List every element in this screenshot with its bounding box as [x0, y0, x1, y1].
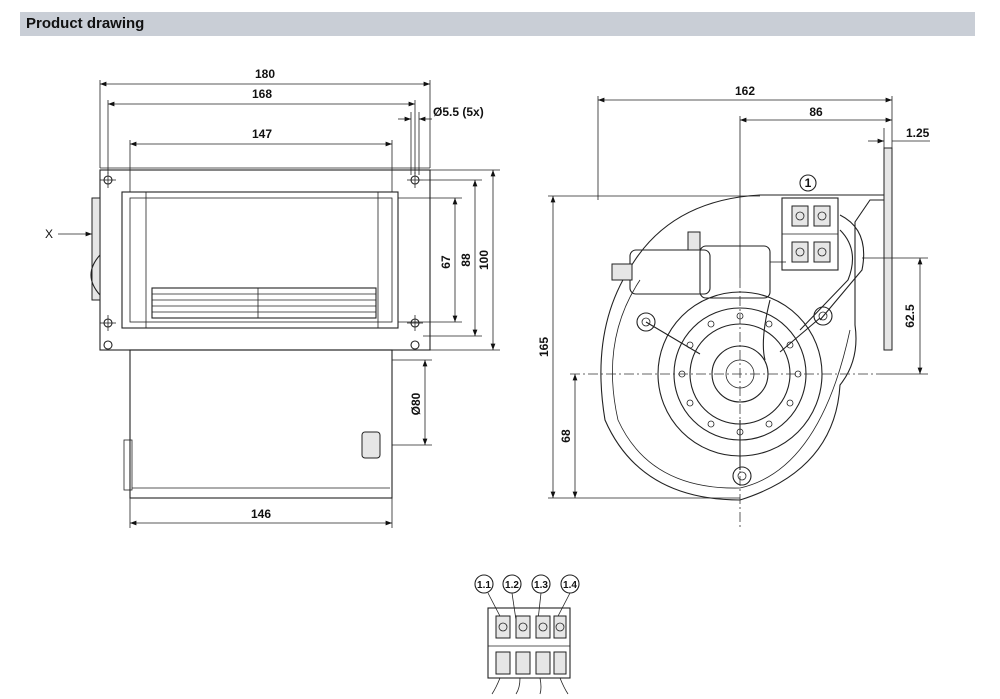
dim-flange-height: 100	[477, 250, 491, 270]
front-dimensions: 180 168 147 Ø5.5 (5x) 67 88 100 Ø80	[45, 67, 500, 528]
terminal-detail: 1.1 1.2 1.3 1.4	[474, 574, 580, 695]
dim-overall-height: 165	[537, 337, 551, 357]
side-dimensions: 162 86 1.25 62.5 165 68 1	[537, 84, 930, 499]
dim-motor-diameter: Ø80	[409, 392, 423, 415]
terminal-callout-2: 1.2	[505, 580, 519, 591]
terminal-callout-1: 1.1	[477, 580, 491, 591]
front-impeller	[151, 287, 377, 319]
front-flange	[99, 169, 431, 351]
dim-flange-thickness: 1.25	[906, 126, 930, 140]
dim-overall-width: 180	[255, 67, 275, 81]
dim-hole-spacing: 168	[252, 87, 272, 101]
section-header: Product drawing	[20, 12, 975, 36]
front-outlet	[121, 191, 399, 329]
terminal-callout-4: 1.4	[563, 580, 577, 591]
callout-label: 1	[805, 176, 812, 190]
dim-terminal-offset: 86	[809, 105, 823, 119]
dim-terminal-to-axis: 62.5	[903, 304, 917, 328]
front-view	[90, 167, 431, 499]
terminal-callout-3: 1.3	[534, 580, 548, 591]
dim-outlet-width: 147	[252, 127, 272, 141]
dim-axis-height: 68	[559, 429, 573, 443]
dim-hole-diameter: Ø5.5 (5x)	[433, 105, 484, 119]
view-marker: X	[45, 227, 53, 241]
mounting-holes	[100, 172, 423, 350]
side-view	[570, 147, 893, 528]
capacitor	[611, 231, 786, 299]
dim-overall-length: 162	[735, 84, 755, 98]
front-motor-housing	[129, 349, 393, 499]
dim-housing-width: 146	[251, 507, 271, 521]
section-title: Product drawing	[26, 15, 145, 32]
callout-circle	[799, 174, 817, 192]
dim-hole-height: 88	[459, 253, 473, 267]
scroll-housing	[600, 194, 891, 501]
dim-outlet-height: 67	[439, 255, 453, 269]
terminal-block	[781, 197, 839, 271]
